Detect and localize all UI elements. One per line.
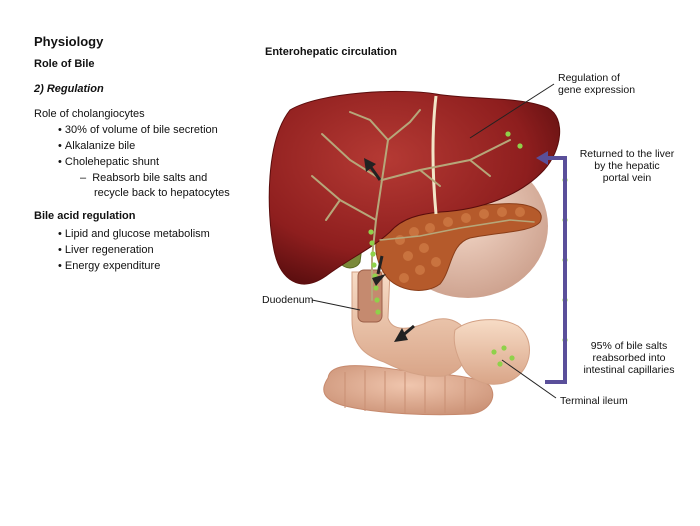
duodenum-label: Duodenum: [262, 294, 314, 306]
cholangiocyte-bullet: Alkalanize bile: [58, 138, 135, 154]
bile-acid-heading: Bile acid regulation: [34, 210, 136, 222]
portal-vein-arrowhead: [536, 151, 548, 165]
returned-label-line: by the hepatic: [594, 160, 660, 172]
portal-vein-loop: [545, 156, 567, 384]
bile-acid-bullet: Energy expenditure: [58, 258, 160, 274]
gene-expression-label-line: gene expression: [558, 84, 636, 96]
shunt-sub-line: recycle back to hepatocytes: [94, 187, 230, 199]
bile-duct-tree: [311, 109, 535, 301]
bile-acid-bullet: Lipid and glucose metabolism: [58, 226, 210, 242]
diagram-title: Enterohepatic circulation: [265, 46, 398, 58]
gene-expression-label-line: Regulation of: [558, 72, 620, 84]
returned-label-line: Returned to the liver: [579, 148, 675, 160]
label-leaders: [311, 83, 557, 399]
slide-subtitle: Role of Bile: [34, 58, 95, 70]
reabsorbed-label-line: 95% of bile salts: [590, 340, 668, 352]
falciform-ligament: [431, 95, 438, 215]
terminal-ileum-label: Terminal ileum: [560, 395, 628, 407]
shunt-sub-line: Reabsorb bile salts and: [80, 170, 207, 186]
cholangiocytes-heading: Role of cholangiocytes: [34, 108, 145, 120]
returned-label-line: portal vein: [602, 172, 652, 184]
reabsorbed-label-line: reabsorbed into: [592, 352, 666, 364]
section-heading: 2) Regulation: [34, 83, 104, 95]
colon-folds: [344, 370, 466, 413]
slide-title: Physiology: [34, 34, 104, 49]
cholangiocyte-bullet: 30% of volume of bile secretion: [58, 122, 218, 138]
reabsorbed-label-line: intestinal capillaries: [583, 364, 675, 376]
bile-acid-bullet: Liver regeneration: [58, 242, 154, 258]
liver: [268, 90, 561, 285]
cholangiocyte-bullet: Cholehepatic shunt: [58, 154, 159, 170]
flow-arrows: [364, 158, 415, 342]
